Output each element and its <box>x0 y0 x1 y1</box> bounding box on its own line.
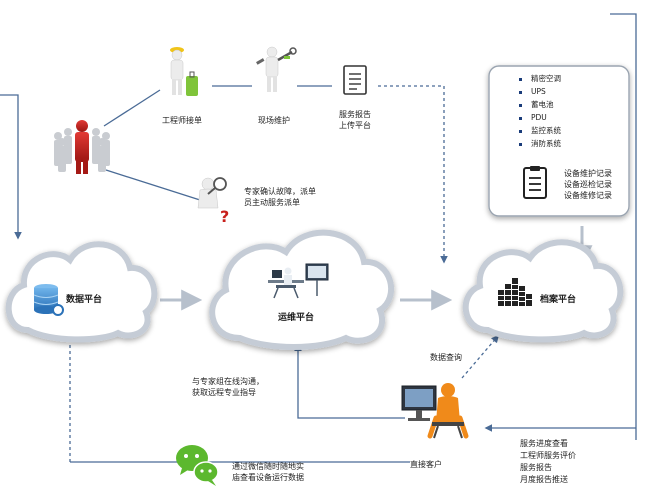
data-platform-cloud[interactable] <box>5 241 158 343</box>
report-upload-label: 服务报告 上传平台 <box>339 110 371 130</box>
ops-platform-cloud[interactable] <box>209 229 395 350</box>
archive-bars-icon <box>498 278 532 306</box>
service-team-crowd-icon <box>54 120 110 174</box>
line-data-query <box>461 334 500 379</box>
connector-lines <box>0 13 637 463</box>
line-left-edge-down <box>0 94 22 240</box>
equipment-item: 精密空调 <box>519 74 561 84</box>
expert-diagnosis-icon: ? <box>197 177 229 226</box>
line-customer-to-ops <box>294 343 405 419</box>
engineer-accept-label: 工程师接单 <box>162 116 202 125</box>
ops-platform-label: 运维平台 <box>278 313 315 323</box>
equipment-item: 消防系统 <box>519 139 561 149</box>
svg-text:?: ? <box>220 207 229 226</box>
wechat-note: 通过微信随时随地实 庙查看设备运行数据 <box>232 462 304 482</box>
customer-services-list: 服务进度查看 工程师服务评价 服务报告 月度报告推送 <box>520 439 576 484</box>
line-crowd-to-engineer <box>103 89 161 127</box>
engineer-icon <box>170 47 198 96</box>
report-document-icon <box>343 65 367 95</box>
equipment-item: 蓄电池 <box>519 100 554 110</box>
equipment-item: UPS <box>519 87 546 97</box>
equipment-item: PDU <box>519 113 547 123</box>
customer-computer-icon <box>401 383 469 439</box>
database-icon <box>33 284 64 316</box>
onsite-maintenance-icon <box>256 46 297 92</box>
expert-dispatch-label: 专家确认故障，派单 员主动服务派单 <box>244 187 316 207</box>
archive-platform-label: 档案平台 <box>540 295 577 305</box>
clipboard-icon <box>523 166 547 199</box>
data-query-label: 数据查询 <box>430 353 462 362</box>
equipment-item: 监控系统 <box>519 126 561 136</box>
data-platform-label: 数据平台 <box>66 295 103 305</box>
expert-online-note: 与专家组在线沟通， 获取远程专业指导 <box>192 377 264 397</box>
wechat-icon <box>176 445 219 486</box>
workstation-icon <box>268 263 329 299</box>
line-crowd-to-expert <box>105 169 201 201</box>
line-right-edge <box>610 13 637 440</box>
onsite-maintenance-label: 现场维护 <box>258 116 290 125</box>
customer-label: 直接客户 <box>410 460 442 469</box>
record-list: 设备维护记录 设备巡检记录 设备维修记录 <box>564 169 612 200</box>
line-report-to-archive <box>378 85 448 264</box>
archive-platform-cloud[interactable] <box>462 239 624 343</box>
